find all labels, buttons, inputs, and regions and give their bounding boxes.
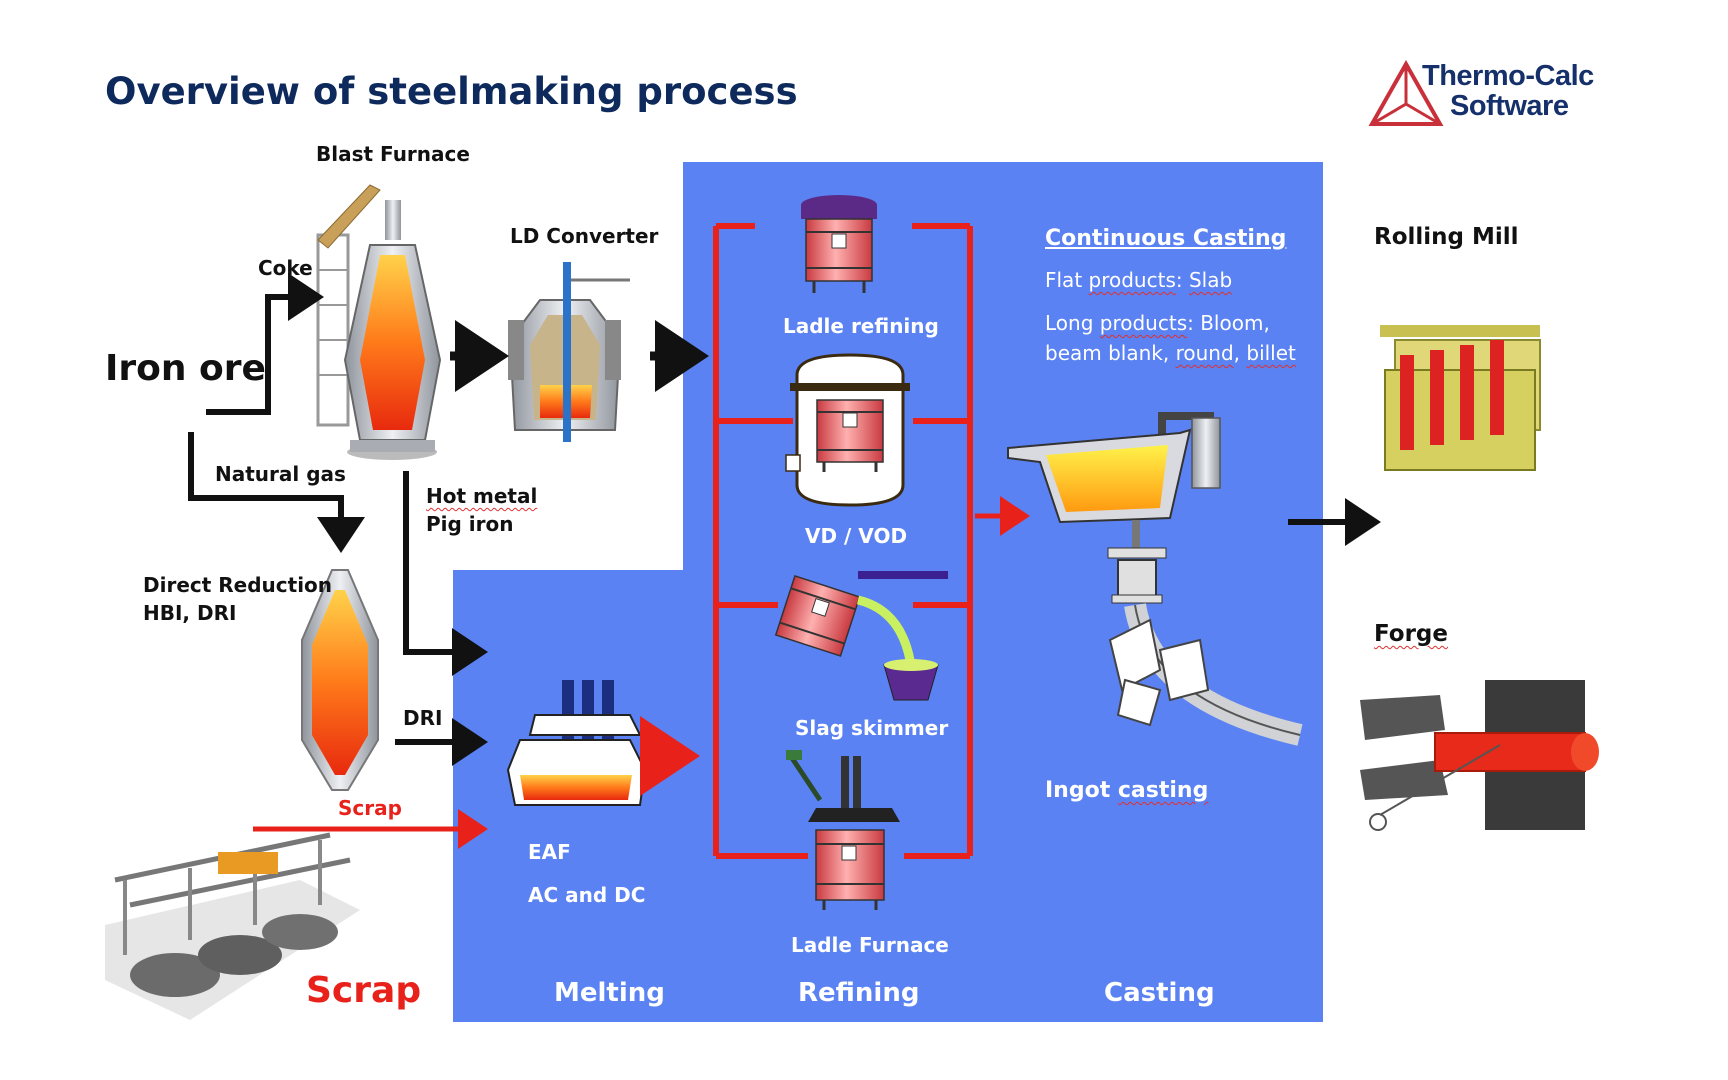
- label-iron-ore: Iron ore: [105, 348, 266, 389]
- label-long-products: Long products: Bloom,: [1045, 308, 1270, 338]
- scrap-yard-drawing: [105, 832, 360, 1020]
- ladle-refining-drawing: [801, 195, 877, 293]
- label-ladle-furnace: Ladle Furnace: [791, 933, 949, 957]
- line3-billet: billet: [1246, 341, 1296, 365]
- stage-casting: Casting: [1104, 978, 1215, 1008]
- red-arrows: [253, 496, 1030, 849]
- label-ingot-casting: Ingot casting: [1045, 778, 1208, 803]
- hot-metal-text: Hot metal: [426, 484, 538, 508]
- flat-prefix: Flat: [1045, 268, 1089, 292]
- label-long-products-2: beam blank, round, billet: [1045, 338, 1296, 368]
- line3-sep: ,: [1233, 341, 1247, 365]
- ld-converter-drawing: [508, 262, 630, 442]
- line3-round: round: [1175, 341, 1234, 365]
- label-ladle-refining: Ladle refining: [783, 314, 939, 338]
- stage-refining: Refining: [798, 978, 920, 1008]
- label-ld-converter: LD Converter: [510, 224, 659, 248]
- label-vd-vod: VD / VOD: [805, 524, 908, 548]
- stage-melting: Melting: [554, 978, 665, 1008]
- rolling-mill-drawing: [1380, 325, 1541, 471]
- label-direct-reduction-1: Direct Reduction: [143, 573, 333, 597]
- logo-line-1: Thermo-Calc: [1422, 60, 1594, 92]
- ingot-a: Ingot: [1045, 778, 1118, 803]
- label-scrap-arrow: Scrap: [338, 796, 402, 820]
- label-continuous-casting: Continuous Casting: [1045, 226, 1287, 251]
- label-scrap-big: Scrap: [306, 970, 422, 1011]
- label-natural-gas: Natural gas: [215, 462, 346, 486]
- blast-furnace-drawing: [316, 184, 442, 460]
- ladle-furnace-drawing: [786, 750, 900, 910]
- label-rolling-mill: Rolling Mill: [1374, 224, 1519, 250]
- label-coke: Coke: [258, 256, 313, 280]
- ingot-b: casting: [1117, 778, 1209, 803]
- triangle-logo-icon: [1368, 60, 1444, 126]
- label-blast-furnace: Blast Furnace: [316, 142, 470, 166]
- page-title: Overview of steelmaking process: [105, 70, 798, 113]
- label-direct-reduction-2: HBI, DRI: [143, 601, 237, 625]
- thermo-calc-logo: Thermo-Calc Software: [1368, 58, 1618, 128]
- label-eaf: EAF: [528, 840, 571, 864]
- black-arrows: [188, 273, 1381, 766]
- vd-vod-drawing: [785, 353, 910, 507]
- line3-a: beam blank,: [1045, 341, 1176, 365]
- long-word: products: [1099, 311, 1188, 335]
- label-ac-dc: AC and DC: [528, 883, 646, 907]
- label-hot-metal: Hot metal: [426, 484, 537, 508]
- label-dri: DRI: [403, 706, 443, 730]
- long-rest: : Bloom,: [1187, 311, 1270, 335]
- logo-line-2: Software: [1450, 90, 1569, 122]
- flat-word: products: [1088, 268, 1176, 292]
- direct-reduction-drawing: [301, 569, 379, 791]
- forge-drawing: [1360, 680, 1599, 831]
- flat-item: Slab: [1188, 268, 1233, 292]
- label-slag-skimmer: Slag skimmer: [795, 716, 949, 740]
- label-flat-products: Flat products: Slab: [1045, 265, 1232, 295]
- slag-skimmer-drawing: [774, 571, 948, 701]
- long-prefix: Long: [1045, 311, 1100, 335]
- eaf-drawing: [506, 680, 647, 806]
- refining-bracket: [713, 223, 973, 859]
- label-forge: Forge: [1374, 621, 1448, 647]
- flat-colon: :: [1175, 268, 1189, 292]
- label-pig-iron: Pig iron: [426, 512, 514, 536]
- continuous-caster-drawing: [1007, 412, 1303, 746]
- process-panel: [453, 162, 1323, 1022]
- forge-text: Forge: [1374, 621, 1448, 647]
